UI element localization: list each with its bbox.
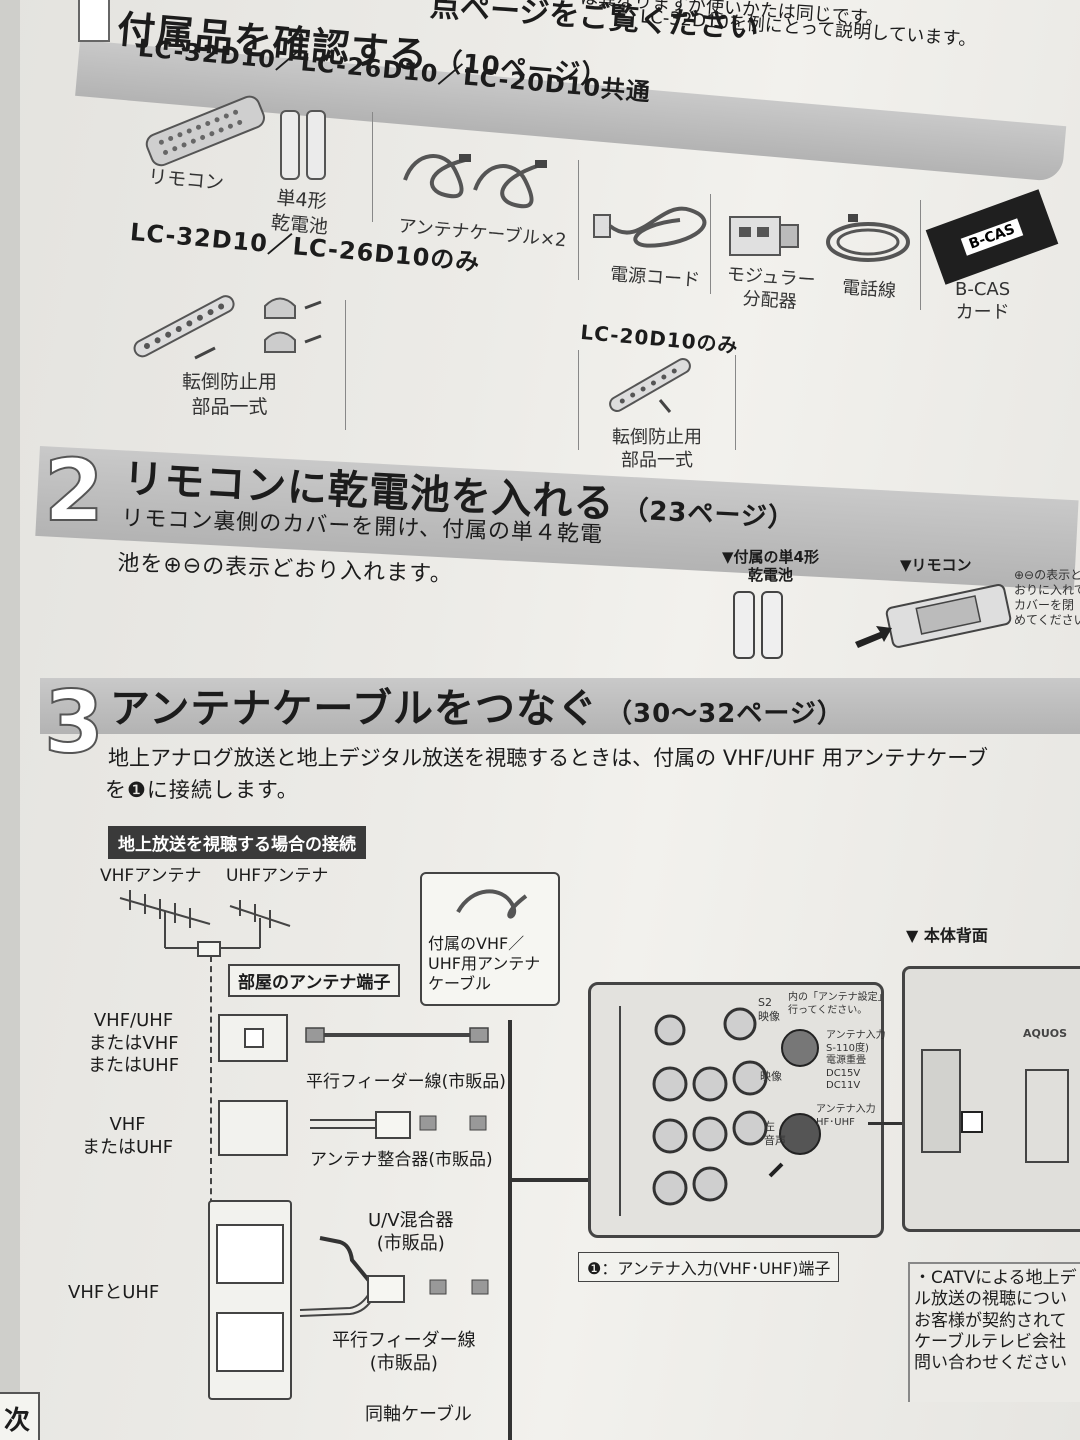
room-terminal-label: 部屋のアンテナ端子 [228,964,401,997]
bcas-card-text: B-CAS [960,218,1024,256]
bcas-card-label: B-CAS カード [955,279,1011,324]
battery-caption: ▼付属の単4形 乾電池 [722,548,819,584]
mixer-connection [299,1236,489,1317]
divider-4 [920,200,921,310]
panel-antenna-in: アンテナ入力 S-110度) 電源重畳 DC15V DC11V [826,1030,886,1091]
panel-antenna-in2: アンテナ入力 HF･UHF [816,1104,876,1128]
modular-splitter-label: モジュラー 分配器 [726,263,817,314]
phone-line-icon [826,214,910,262]
callout-cable-text: 付属のVHF／ UHF用アンテナ ケーブル [428,934,541,993]
wall-outlet-single [218,1014,288,1062]
tv-antenna-port [961,1111,983,1133]
cable-trunk-horizontal [508,1178,588,1182]
modular-splitter-icon [729,216,799,256]
catv-note: ・CATVによる地上デ ル放送の視聴につい お客様が契約されて ケーブルテレビ会… [914,1268,1077,1373]
panel-video-label: 映像 [760,1070,782,1083]
vhf-antenna-label: VHFアンテナ [100,866,202,886]
tip-prevention-parts-icon [133,295,322,360]
antenna-dashed-line [210,956,212,1376]
rear-panel-jacks [619,1006,821,1216]
terminal-label: ❶：アンテナ入力(VHF･UHF)端子 [578,1252,840,1282]
matcher-label: アンテナ整合器(市販品) [310,1150,493,1170]
step2-page: （23ページ） [621,495,796,535]
step3-page: （30〜32ページ） [606,699,844,729]
step3-title-text: アンテナケーブルをつなぐ [110,686,598,732]
uhf-antenna-label: UHFアンテナ [226,866,329,886]
cable-trunk-vertical [508,1020,512,1440]
tv-stand-mount [1025,1069,1069,1163]
wall-outlet-dual [218,1100,288,1156]
remote-control-icon [145,95,265,167]
feeder-line2-label: 平行フィーダー線 (市販品) [332,1330,476,1374]
cable-callout: 付属のVHF／ UHF用アンテナ ケーブル [420,872,560,1006]
cable-row1 [305,1027,489,1043]
left-margin-bar [0,0,20,1440]
side-index-tab: 次 [0,1392,40,1440]
side-index-char: 次 [4,1406,31,1436]
panel-audio-label: 左 音声 [764,1120,786,1147]
tip-prevention-label-2: 転倒防止用 部品一式 [612,427,702,472]
remote-caption: ▼リモコン [900,556,972,574]
step3-line1: 地上アナログ放送と地上デジタル放送を視聴するときは、付属の VHF/UHF 用ア… [108,746,988,770]
uv-mixer-label: U/V混合器 (市販品) [368,1210,454,1254]
power-cord-icon [593,206,707,248]
power-cord-label: 電源コード [609,263,701,292]
coax-label: 同軸ケーブル [365,1404,472,1425]
aquos-logo: AQUOS [1023,1027,1068,1040]
antenna-cable-icon [403,154,547,209]
step3-header-band [40,678,1080,734]
row3-label: VHFとUHF [68,1282,160,1303]
battery-icon [280,110,326,180]
divider-2 [578,160,579,280]
connection-box-title: 地上放送を視聴する場合の接続 [108,826,366,859]
callout-cable-icon [456,889,528,919]
divider-3 [710,194,711,294]
row2-label: VHF またはUHF [82,1114,174,1158]
feeder-line-label: 平行フィーダー線(市販品) [306,1072,506,1092]
bcas-card-icon: B-CAS [925,189,1059,285]
phone-line-label: 電話線 [841,277,897,302]
divider-7 [735,355,736,450]
remote-battery-cover-icon [855,584,1012,648]
divider-6 [578,350,579,450]
tip-prevention-label-1: 転倒防止用 部品一式 [182,371,278,418]
row1-label: VHF/UHF またはVHF またはUHF [88,1010,180,1076]
tv-rear-illustration: AQUOS [902,966,1080,1232]
tip-prevention-bar-icon [609,358,691,413]
step3-title: アンテナケーブルをつなぐ （30〜32ページ） [110,676,844,734]
battery-pair-icon [733,591,783,659]
panel-s2-label: S2 映像 [758,996,780,1023]
step3-line2: を❶に接続します。 [105,778,299,802]
divider-5 [345,300,346,430]
step1-number-fragment [78,0,110,42]
remote-label: リモコン [147,165,225,195]
antenna-tower-icon [119,890,291,957]
panel-note: 内の「アンテナ設定」 行ってください。 [788,992,888,1016]
step3-number: 3 [43,673,105,773]
matcher-connection [310,1111,487,1139]
step2-number: 2 [43,441,105,541]
catv-note-box [908,1262,1080,1402]
divider-1 [372,112,373,222]
remote-note: ⊕⊖の表示と おりに入れて カバーを閉 めてください [1014,568,1080,627]
wall-outlet-combo [208,1200,292,1400]
tv-port-panel [921,1049,961,1153]
rear-caption: ▼ 本体背面 [906,926,988,945]
